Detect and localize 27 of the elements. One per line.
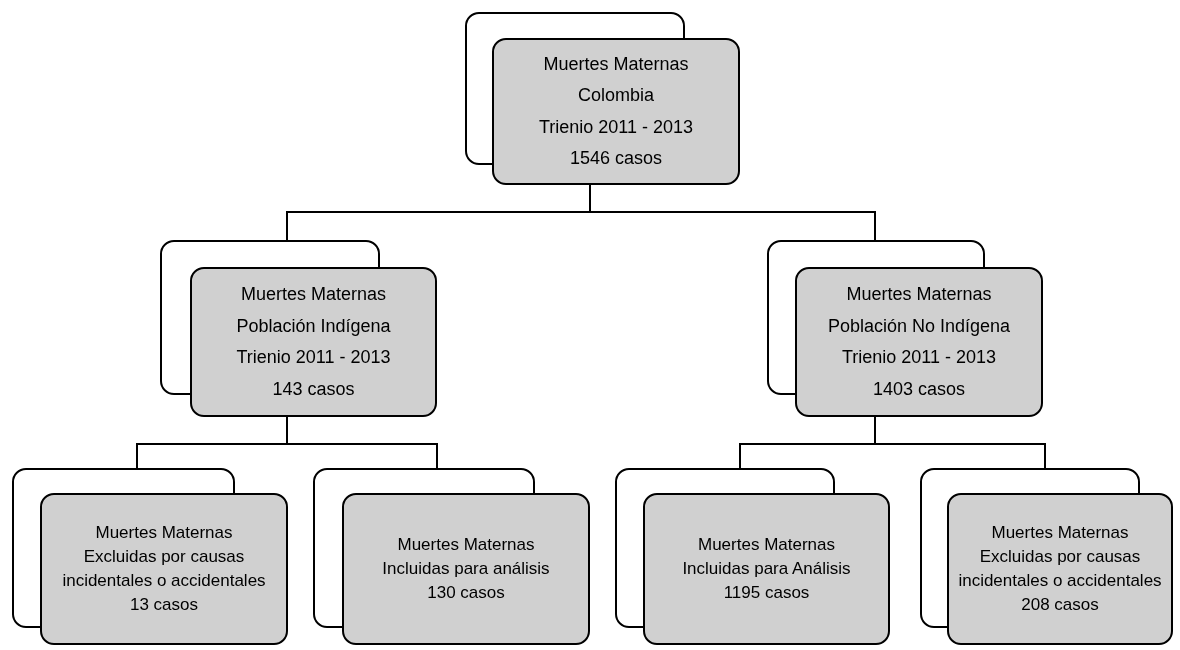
node-text: Muertes Maternas <box>397 534 535 557</box>
node-text: Población No Indígena <box>827 314 1011 338</box>
node-text: Incluidas para análisis <box>382 558 550 581</box>
node-text: Trienio 2011 - 2013 <box>538 115 694 139</box>
node-text: 143 casos <box>272 377 355 401</box>
node-text: Muertes Maternas <box>846 283 992 306</box>
node-text: Excluidas por causas incidentales o accidentales <box>61 546 267 592</box>
node-text: Trienio 2011 - 2013 <box>841 346 997 369</box>
node-text: Muertes Maternas <box>543 52 689 76</box>
node-text: 13 casos <box>129 593 198 616</box>
connector-line <box>589 184 876 241</box>
node-text: Excluidas por causas incidentales o accidentales <box>957 546 1163 592</box>
node-text: 1403 casos <box>872 377 966 401</box>
node-text: 208 casos <box>1021 593 1099 616</box>
connector-line <box>286 416 438 469</box>
node-text: 1546 casos <box>569 147 663 170</box>
node-text: Población Indígena <box>236 314 391 338</box>
node-text: 130 casos <box>427 581 505 604</box>
node-text: Muertes Maternas <box>95 522 233 545</box>
node-text: 1195 casos <box>723 581 810 604</box>
node-text: Incluidas para Análisis <box>682 558 851 581</box>
connector-line <box>874 416 1046 469</box>
node-text: Muertes Maternas <box>698 534 835 557</box>
node-text: Muertes Maternas <box>240 283 387 306</box>
node-text: Muertes Maternas <box>991 522 1129 545</box>
node-text: Trienio 2011 - 2013 <box>236 346 391 369</box>
node-text: Colombia <box>577 84 654 107</box>
